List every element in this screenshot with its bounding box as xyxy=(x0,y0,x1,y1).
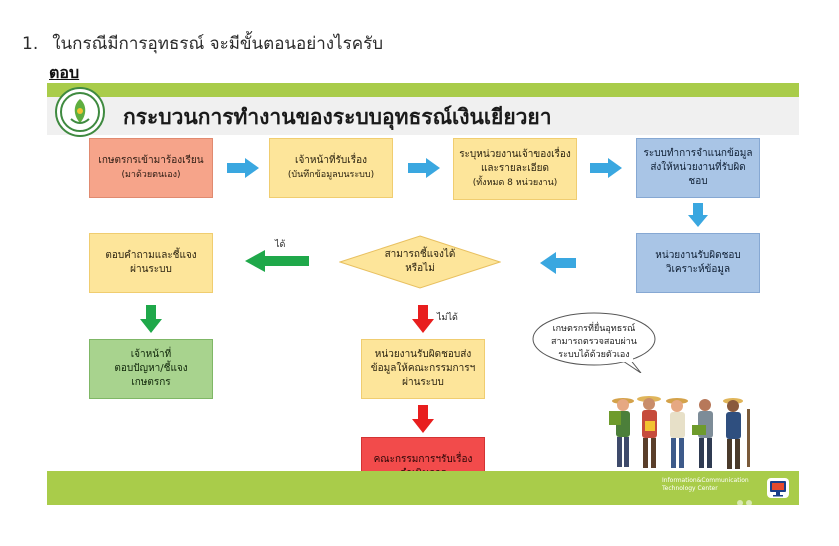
arrow-left-green xyxy=(245,250,309,272)
answer-label: ตอบ xyxy=(49,63,80,82)
box-send-committee-line3: ผ่านระบบ xyxy=(402,377,444,388)
bubble-line2: สามารถตรวจสอบผ่าน xyxy=(551,336,637,347)
arrow-right-3 xyxy=(590,158,622,178)
box-reply-system-line2: ผ่านระบบ xyxy=(130,264,172,275)
arrow-down-red-2 xyxy=(412,405,434,433)
box-agency-analyze-line1: หน่วยงานรับผิดชอบ xyxy=(655,250,741,261)
question-number: 1. xyxy=(22,34,39,54)
farmers-illustration xyxy=(607,389,757,475)
arrow-down-green xyxy=(140,305,162,333)
box-agency-analyze-line2: วิเคราะห์ข้อมูล xyxy=(665,264,731,275)
box-send-committee: หน่วยงานรับผิดชอบส่ง ข้อมูลให้คณะกรรมการ… xyxy=(361,339,485,399)
box-system-sort: ระบบทำการจำแนกข้อมูล ส่งให้หน่วยงานที่รั… xyxy=(636,138,760,198)
question-body: ในกรณีมีการอุทธรณ์ จะมีขั้นตอนอย่างไรครั… xyxy=(52,34,384,54)
box-reply-system: ตอบคำถามและชี้แจง ผ่านระบบ xyxy=(89,233,213,293)
label-yes: ได้ xyxy=(275,240,286,250)
slide-title: กระบวนการทำงานของระบบอุทธรณ์เงินเยียวยา xyxy=(123,105,552,129)
slide-top-strip xyxy=(47,83,799,97)
box-officer-answer-line1: เจ้าหน้าที่ xyxy=(130,349,172,360)
slide-footer: Information&Communication Technology Cen… xyxy=(47,471,799,505)
ict-center-text: Information&Communication Technology Cen… xyxy=(662,477,749,493)
decision-line1: สามารถชี้แจงได้ xyxy=(384,249,456,260)
footer-dot xyxy=(737,500,743,505)
box-system-sort-line2: ส่งให้หน่วยงานที่รับผิดชอบ xyxy=(650,162,746,187)
arrow-right-2 xyxy=(408,158,440,178)
speech-bubble: เกษตรกรที่ยื่นอุทธรณ์ สามารถตรวจสอบผ่าน … xyxy=(531,311,657,373)
arrow-right-1 xyxy=(227,158,259,178)
slide-title-bar xyxy=(47,97,799,135)
decision-line2: หรือไม่ xyxy=(405,263,435,274)
box-send-committee-line1: หน่วยงานรับผิดชอบส่ง xyxy=(374,349,472,360)
flowchart-slide: กระบวนการทำงานของระบบอุทธรณ์เงินเยียวยา … xyxy=(47,83,799,505)
box-officer-receive: เจ้าหน้าที่รับเรื่อง (บันทึกข้อมูลบนระบบ… xyxy=(269,138,393,198)
question-text: 1. ในกรณีมีการอุทธรณ์ จะมีขั้นตอนอย่างไรค… xyxy=(22,30,383,57)
box-committee-act-line1: คณะกรรมการฯรับเรื่อง xyxy=(373,454,473,465)
box-farmer-request-line2: (มาด้วยตนเอง) xyxy=(121,170,181,180)
label-no: ไม่ได้ xyxy=(437,313,458,323)
monitor-icon xyxy=(767,478,789,498)
box-officer-answer: เจ้าหน้าที่ ตอบปัญหา/ชี้แจง เกษตรกร xyxy=(89,339,213,399)
box-reply-system-line1: ตอบคำถามและชี้แจง xyxy=(105,250,197,261)
footer-dot xyxy=(746,500,752,505)
box-send-committee-line2: ข้อมูลให้คณะกรรมการฯ xyxy=(370,363,476,374)
box-assign-agency-line3: (ทั้งหมด 8 หน่วยงาน) xyxy=(472,178,558,188)
box-assign-agency: ระบุหน่วยงานเจ้าของเรื่อง และรายละเอียด … xyxy=(453,138,577,200)
ict-line1: Information&Communication xyxy=(662,477,749,484)
agency-logo-icon xyxy=(55,87,105,137)
box-system-sort-line1: ระบบทำการจำแนกข้อมูล xyxy=(643,148,753,159)
box-farmer-request: เกษตรกรเข้ามาร้องเรียน (มาด้วยตนเอง) xyxy=(89,138,213,198)
arrow-left-blue xyxy=(540,252,576,274)
arrow-down-red-1 xyxy=(412,305,434,333)
bubble-line1: เกษตรกรที่ยื่นอุทธรณ์ xyxy=(552,323,636,334)
decision-diamond: สามารถชี้แจงได้ หรือไม่ xyxy=(339,235,501,289)
box-officer-receive-line1: เจ้าหน้าที่รับเรื่อง xyxy=(295,155,367,166)
box-farmer-request-line1: เกษตรกรเข้ามาร้องเรียน xyxy=(98,155,204,166)
ict-line2: Technology Center xyxy=(662,485,718,492)
box-assign-agency-line1: ระบุหน่วยงานเจ้าของเรื่อง xyxy=(459,149,571,160)
box-assign-agency-line2: และรายละเอียด xyxy=(480,163,550,174)
footer-dots xyxy=(737,491,755,505)
box-agency-analyze: หน่วยงานรับผิดชอบ วิเคราะห์ข้อมูล xyxy=(636,233,760,293)
box-officer-answer-line2: ตอบปัญหา/ชี้แจง เกษตรกร xyxy=(114,363,188,388)
box-officer-receive-line2: (บันทึกข้อมูลบนระบบ) xyxy=(287,170,375,180)
bubble-line3: ระบบได้ด้วยตัวเอง xyxy=(558,349,630,360)
arrow-down-blue xyxy=(688,203,708,227)
